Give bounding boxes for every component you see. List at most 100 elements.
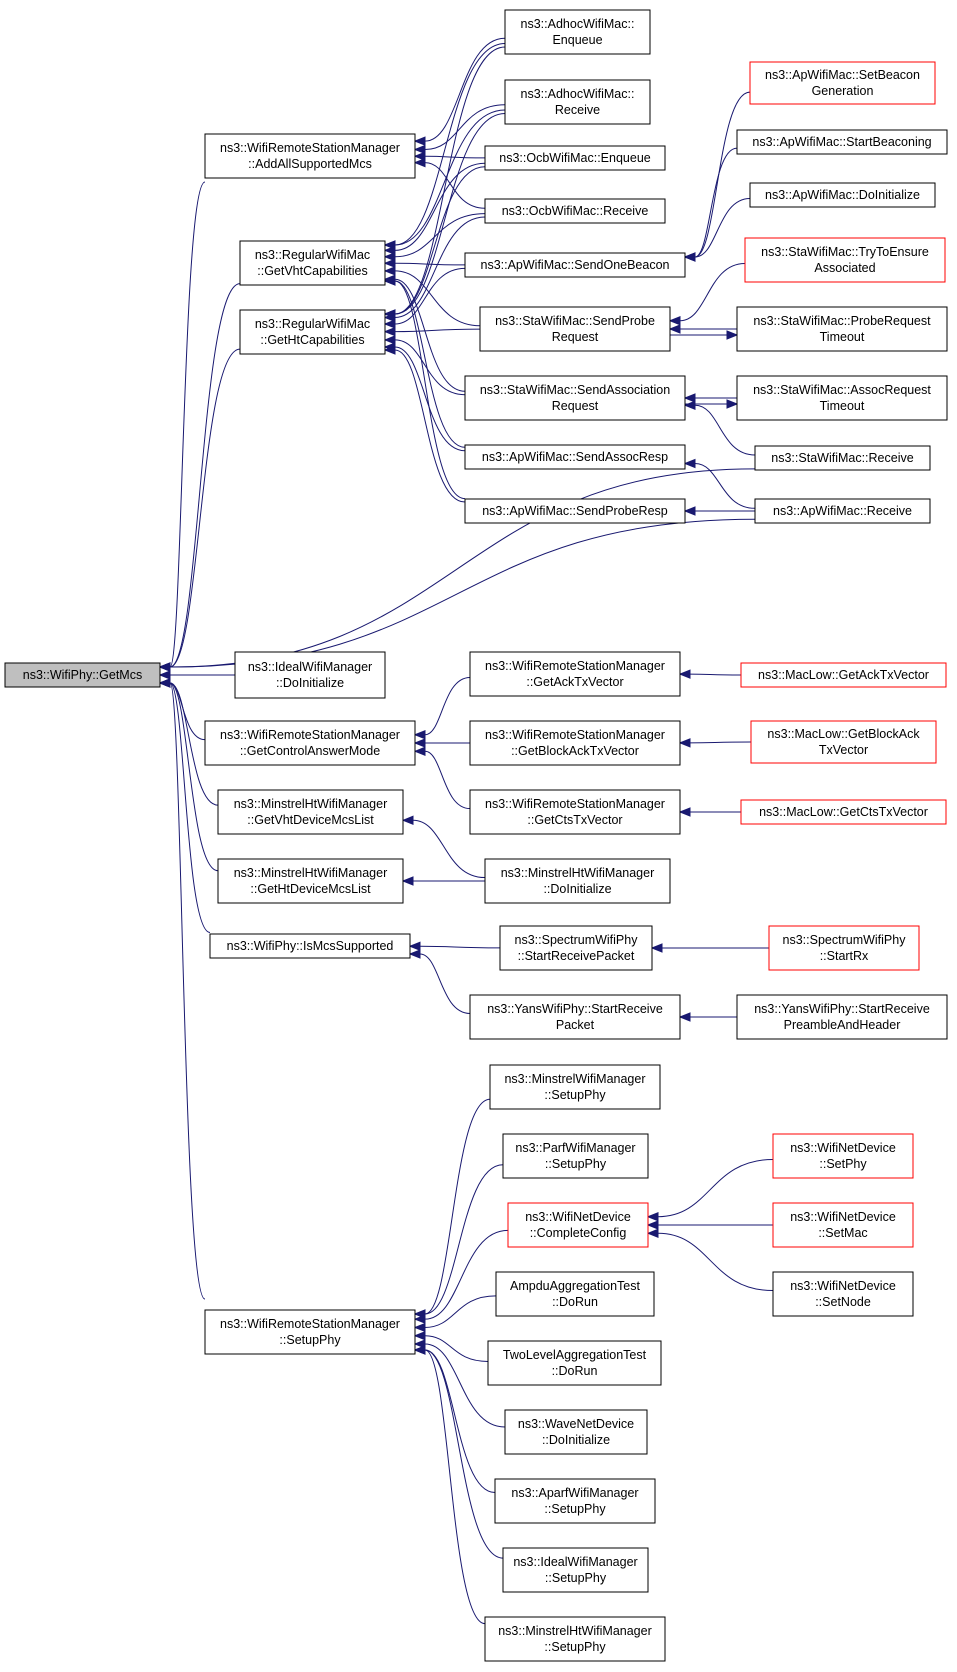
node-ns3-ocbwifimac-receive[interactable]: ns3::OcbWifiMac::Receive	[484, 198, 666, 224]
node-box[interactable]	[469, 789, 681, 835]
node-ns3-minstrelwifimanager-setupphy[interactable]: ns3::MinstrelWifiManager::SetupPhy	[489, 1064, 661, 1110]
node-box[interactable]	[495, 1271, 655, 1317]
node-ns3-maclow-getblockack-txvector[interactable]: ns3::MacLow::GetBlockAckTxVector	[750, 720, 937, 764]
node-ns3-apwifimac-receive[interactable]: ns3::ApWifiMac::Receive	[754, 498, 931, 524]
node-ns3-wifiphy-ismcssupported[interactable]: ns3::WifiPhy::IsMcsSupported	[209, 933, 411, 959]
node-ampduaggregationtest-dorun[interactable]: AmpduAggregationTest::DoRun	[495, 1271, 655, 1317]
node-twolevelaggregationtest-dorun[interactable]: TwoLevelAggregationTest::DoRun	[487, 1340, 662, 1386]
node-box[interactable]	[204, 133, 416, 179]
node-box[interactable]	[239, 240, 386, 286]
node-box[interactable]	[464, 498, 686, 524]
node-ns3-wifiremotestationmanager-getcontrolanswermode[interactable]: ns3::WifiRemoteStationManager::GetContro…	[204, 720, 416, 766]
node-ns3-wavenetdevice-doinitialize[interactable]: ns3::WaveNetDevice::DoInitialize	[504, 1409, 648, 1455]
node-box[interactable]	[464, 252, 686, 278]
node-box[interactable]	[736, 994, 948, 1040]
node-ns3-wifinetdevice-setmac[interactable]: ns3::WifiNetDevice::SetMac	[772, 1202, 914, 1248]
node-box[interactable]	[754, 445, 931, 471]
node-ns3-idealwifimanager-setupphy[interactable]: ns3::IdealWifiManager::SetupPhy	[502, 1547, 649, 1593]
node-box[interactable]	[754, 498, 931, 524]
node-box[interactable]	[239, 309, 386, 355]
node-box[interactable]	[772, 1133, 914, 1179]
node-ns3-wifiremotestationmanager-getctstxvector[interactable]: ns3::WifiRemoteStationManager::GetCtsTxV…	[469, 789, 681, 835]
node-ns3-spectrumwifiphy-startreceivepacket[interactable]: ns3::SpectrumWifiPhy::StartReceivePacket	[499, 925, 653, 971]
node-box[interactable]	[502, 1133, 649, 1179]
node-ns3-apwifimac-sendonebeacon[interactable]: ns3::ApWifiMac::SendOneBeacon	[464, 252, 686, 278]
node-ns3-apwifimac-sendassocresp[interactable]: ns3::ApWifiMac::SendAssocResp	[464, 444, 686, 470]
node-box[interactable]	[489, 1064, 661, 1110]
node-box[interactable]	[736, 375, 948, 421]
node-ns3-idealwifimanager-doinitialize[interactable]: ns3::IdealWifiManager::DoInitialize	[234, 651, 386, 699]
node-box[interactable]	[502, 1547, 649, 1593]
node-box[interactable]	[469, 651, 681, 697]
node-box[interactable]	[772, 1202, 914, 1248]
node-ns3-regularwifimac-gethtcapabilities[interactable]: ns3::RegularWifiMac::GetHtCapabilities	[239, 309, 386, 355]
node-box[interactable]	[217, 789, 404, 835]
node-box[interactable]	[740, 662, 947, 688]
node-box[interactable]	[484, 198, 666, 224]
node-box[interactable]	[487, 1340, 662, 1386]
node-ns3-parfwifimanager-setupphy[interactable]: ns3::ParfWifiManager::SetupPhy	[502, 1133, 649, 1179]
node-box[interactable]	[469, 720, 681, 766]
node-box[interactable]	[768, 925, 920, 971]
node-box[interactable]	[484, 858, 671, 904]
node-ns3-spectrumwifiphy-startrx[interactable]: ns3::SpectrumWifiPhy::StartRx	[768, 925, 920, 971]
node-ns3-ocbwifimac-enqueue[interactable]: ns3::OcbWifiMac::Enqueue	[484, 145, 666, 171]
node-box[interactable]	[736, 306, 948, 352]
node-ns3-adhocwifimac-enqueue[interactable]: ns3::AdhocWifiMac::Enqueue	[504, 9, 651, 55]
node-box[interactable]	[504, 79, 651, 125]
node-box[interactable]	[204, 1309, 416, 1355]
node-ns3-yanswifiphy-startreceive-preambleandheader[interactable]: ns3::YansWifiPhy::StartReceivePreambleAn…	[736, 994, 948, 1040]
node-box[interactable]	[209, 933, 411, 959]
node-ns3-stawifimac-receive[interactable]: ns3::StaWifiMac::Receive	[754, 445, 931, 471]
node-ns3-wifinetdevice-completeconfig[interactable]: ns3::WifiNetDevice::CompleteConfig	[507, 1202, 649, 1248]
node-box[interactable]	[479, 306, 671, 352]
node-box[interactable]	[772, 1271, 914, 1317]
node-box[interactable]	[469, 994, 681, 1040]
node-ns3-minstrelhtwifimanager-getvhtdevicemcslist[interactable]: ns3::MinstrelHtWifiManager::GetVhtDevice…	[217, 789, 404, 835]
node-ns3-aparfwifimanager-setupphy[interactable]: ns3::AparfWifiManager::SetupPhy	[494, 1478, 656, 1524]
node-box[interactable]	[499, 925, 653, 971]
node-ns3-wifiremotestationmanager-getacktxvector[interactable]: ns3::WifiRemoteStationManager::GetAckTxV…	[469, 651, 681, 697]
node-ns3-wifiphy-getmcs[interactable]: ns3::WifiPhy::GetMcs	[4, 662, 161, 688]
node-ns3-wifiremotestationmanager-setupphy[interactable]: ns3::WifiRemoteStationManager::SetupPhy	[204, 1309, 416, 1355]
node-ns3-maclow-getacktxvector[interactable]: ns3::MacLow::GetAckTxVector	[740, 662, 947, 688]
node-box[interactable]	[464, 444, 686, 470]
node-box[interactable]	[750, 720, 937, 764]
node-ns3-wifinetdevice-setphy[interactable]: ns3::WifiNetDevice::SetPhy	[772, 1133, 914, 1179]
node-box[interactable]	[217, 858, 404, 904]
node-ns3-yanswifiphy-startreceive-packet[interactable]: ns3::YansWifiPhy::StartReceivePacket	[469, 994, 681, 1040]
node-box[interactable]	[736, 129, 948, 155]
node-box[interactable]	[484, 1616, 666, 1662]
node-ns3-regularwifimac-getvhtcapabilities[interactable]: ns3::RegularWifiMac::GetVhtCapabilities	[239, 240, 386, 286]
node-box[interactable]	[204, 720, 416, 766]
node-box[interactable]	[504, 9, 651, 55]
node-ns3-apwifimac-startbeaconing[interactable]: ns3::ApWifiMac::StartBeaconing	[736, 129, 948, 155]
node-ns3-maclow-getctstxvector[interactable]: ns3::MacLow::GetCtsTxVector	[740, 799, 947, 825]
node-ns3-minstrelhtwifimanager-gethtdevicemcslist[interactable]: ns3::MinstrelHtWifiManager::GetHtDeviceM…	[217, 858, 404, 904]
node-box[interactable]	[464, 375, 686, 421]
node-box[interactable]	[494, 1478, 656, 1524]
node-box[interactable]	[749, 61, 936, 105]
node-box[interactable]	[234, 651, 386, 699]
node-box[interactable]	[4, 662, 161, 688]
node-ns3-apwifimac-doinitialize[interactable]: ns3::ApWifiMac::DoInitialize	[749, 182, 936, 208]
node-ns3-adhocwifimac-receive[interactable]: ns3::AdhocWifiMac::Receive	[504, 79, 651, 125]
node-ns3-wifiremotestationmanager-addallsupportedmcs[interactable]: ns3::WifiRemoteStationManager::AddAllSup…	[204, 133, 416, 179]
node-ns3-wifinetdevice-setnode[interactable]: ns3::WifiNetDevice::SetNode	[772, 1271, 914, 1317]
node-ns3-wifiremotestationmanager-getblockacktxvector[interactable]: ns3::WifiRemoteStationManager::GetBlockA…	[469, 720, 681, 766]
node-ns3-minstrelhtwifimanager-doinitialize[interactable]: ns3::MinstrelHtWifiManager::DoInitialize	[484, 858, 671, 904]
node-box[interactable]	[740, 799, 947, 825]
node-ns3-apwifimac-sendproberesp[interactable]: ns3::ApWifiMac::SendProbeResp	[464, 498, 686, 524]
node-box[interactable]	[484, 145, 666, 171]
node-box[interactable]	[749, 182, 936, 208]
node-box[interactable]	[744, 237, 946, 283]
node-box[interactable]	[504, 1409, 648, 1455]
node-box[interactable]	[507, 1202, 649, 1248]
node-ns3-minstrelhtwifimanager-setupphy[interactable]: ns3::MinstrelHtWifiManager::SetupPhy	[484, 1616, 666, 1662]
